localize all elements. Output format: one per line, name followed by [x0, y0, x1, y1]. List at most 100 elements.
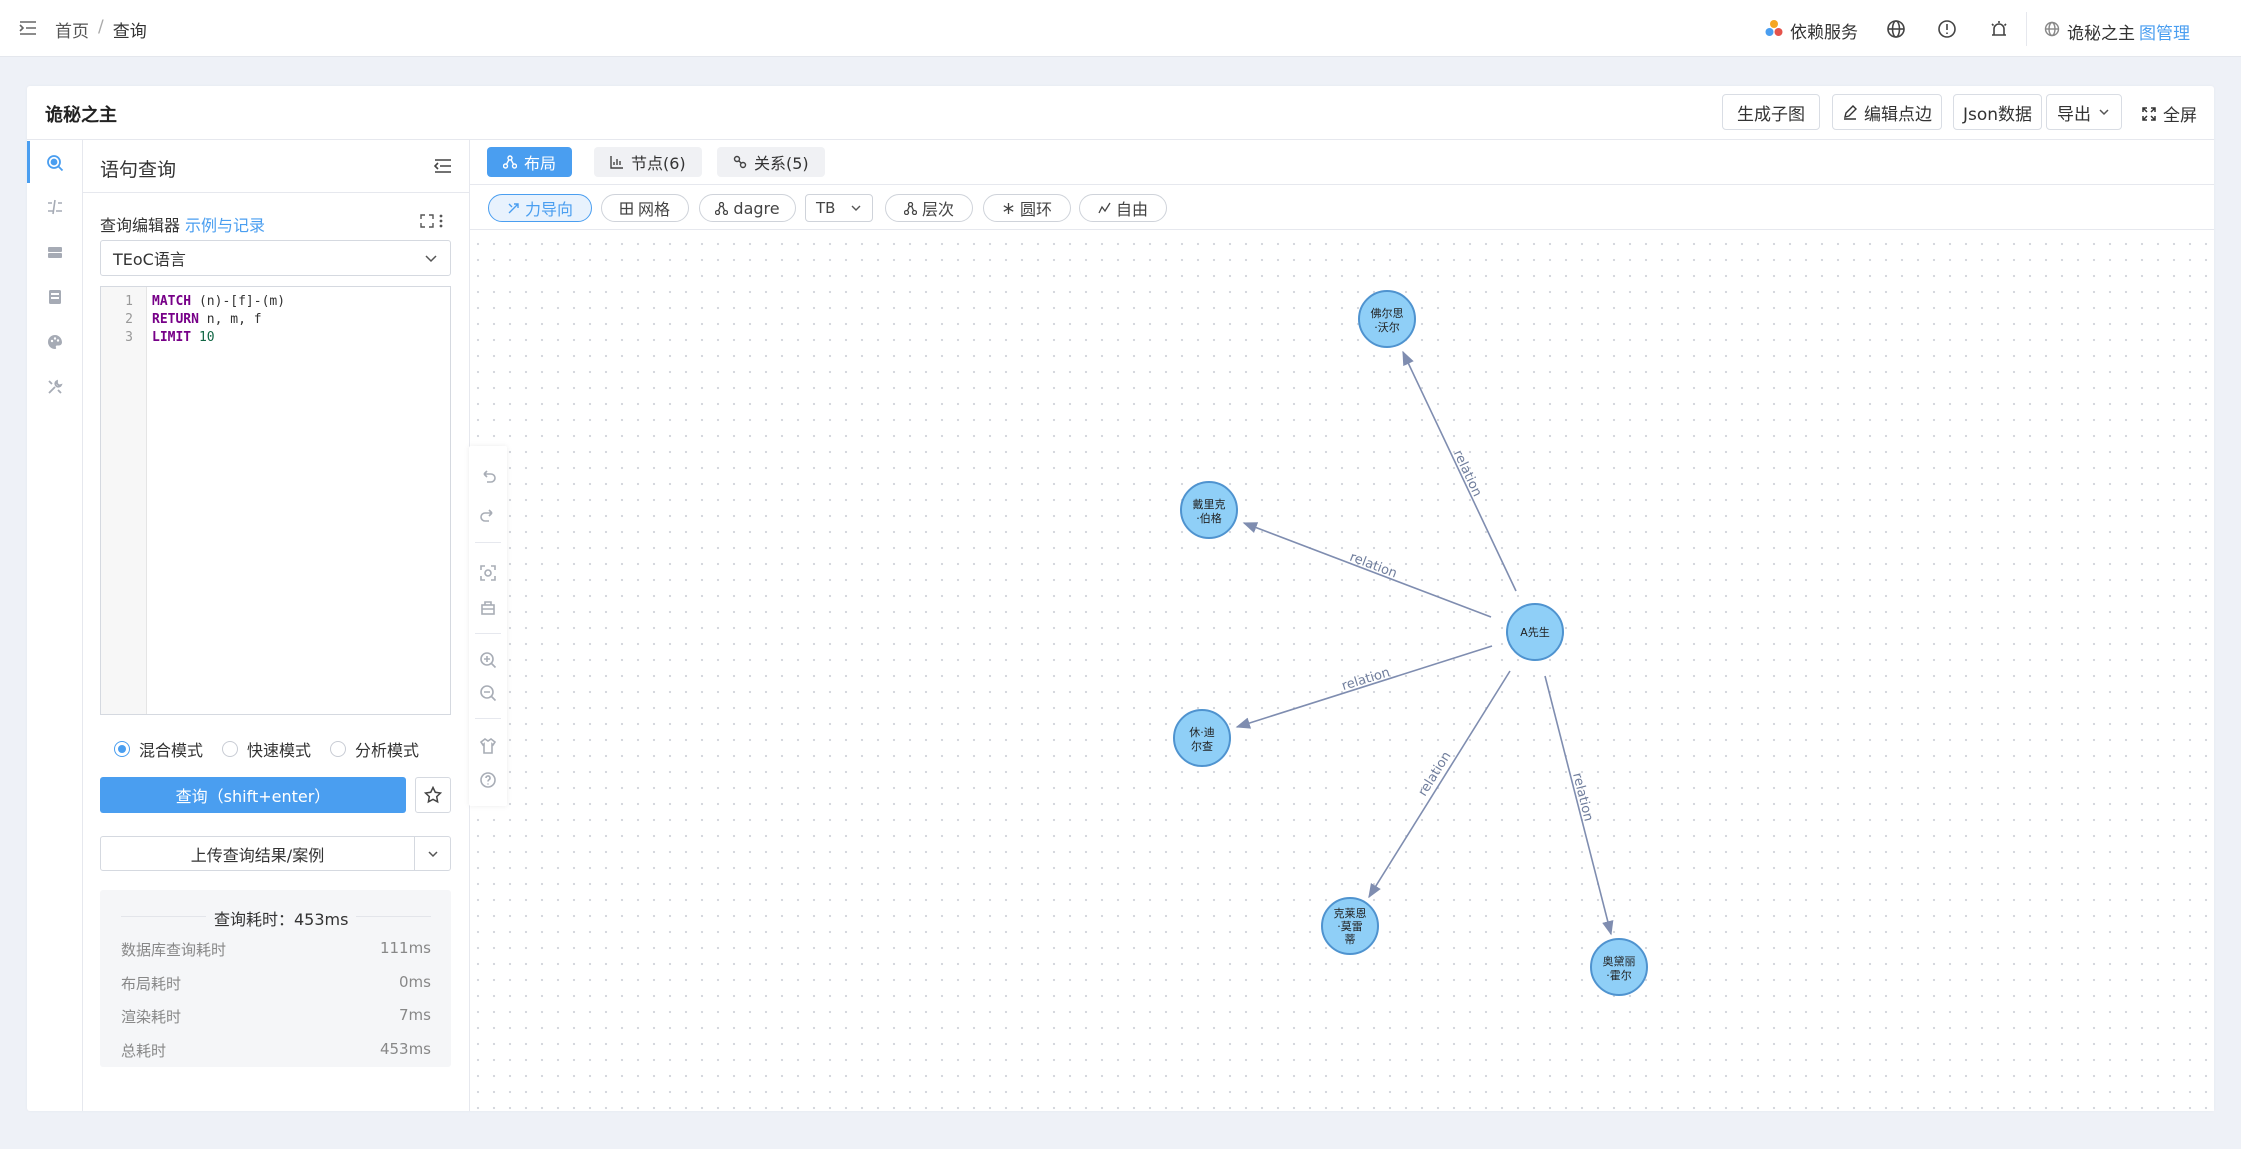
more-vertical-icon[interactable] [438, 214, 444, 228]
favorite-button[interactable] [415, 777, 451, 813]
svg-text:奥黛丽: 奥黛丽 [1603, 954, 1636, 968]
graph-node[interactable]: 奥黛丽 ·霍尔 [1590, 938, 1648, 996]
database-icon[interactable] [46, 243, 64, 261]
zoom-in-icon[interactable] [479, 651, 497, 669]
code-line-3: LIMIT 10 [152, 330, 215, 345]
breadcrumb-home[interactable]: 首页 [55, 22, 89, 42]
top-bar: 首页 / 查询 依赖服务 诡秘之主 图管理 [0, 0, 2241, 57]
fullscreen-button[interactable]: 全屏 [2142, 101, 2197, 126]
tab-nodes[interactable]: 节点(6) [594, 147, 702, 177]
layout-icon [503, 155, 517, 169]
graph-node[interactable]: 戴里克 ·伯格 [1180, 481, 1238, 539]
direction-select[interactable]: TB [805, 194, 873, 222]
upload-results-button[interactable]: 上传查询结果/案例 [101, 837, 415, 870]
graph-node-center[interactable]: A先生 [1506, 603, 1564, 661]
undo-icon[interactable] [479, 466, 497, 484]
mode-radio-fast[interactable]: 快速模式 [222, 737, 311, 761]
json-data-button[interactable]: Json数据 [1953, 94, 2042, 130]
query-search-icon[interactable] [46, 154, 64, 172]
info-alert-icon[interactable] [1937, 19, 1957, 39]
graph-globe-icon [2044, 21, 2060, 37]
editor-expand-icon[interactable] [420, 214, 434, 228]
graph-node[interactable]: 休·迪 尔查 [1173, 709, 1231, 767]
edge-label: relation [1347, 550, 1399, 582]
svg-text:·伯格: ·伯格 [1196, 511, 1222, 525]
layout-free-button[interactable]: 自由 [1079, 194, 1167, 222]
star-icon [424, 786, 442, 804]
schema-icon[interactable] [46, 288, 64, 306]
layout-force-button[interactable]: 力导向 [488, 194, 592, 222]
force-icon [508, 202, 519, 213]
export-dropdown[interactable]: 导出 [2046, 94, 2122, 130]
graph-edge[interactable] [1544, 675, 1614, 936]
globe-icon[interactable] [1886, 19, 1906, 39]
svg-text:克莱恩: 克莱恩 [1334, 907, 1367, 920]
edge-label: relation [1450, 448, 1485, 499]
edit-nodes-edges-button[interactable]: 编辑点边 [1832, 94, 1942, 130]
mode-radio-mixed[interactable]: 混合模式 [114, 737, 203, 761]
chart-icon [610, 156, 623, 169]
graph-canvas[interactable] [470, 140, 2214, 1111]
zoom-out-icon[interactable] [479, 684, 497, 702]
palette-icon[interactable] [46, 333, 64, 351]
breadcrumb: 首页 / 查询 [55, 17, 147, 42]
fit-view-icon[interactable] [479, 599, 497, 617]
query-panel-title: 语句查询 [100, 159, 177, 181]
canvas-toolbar [469, 446, 507, 806]
svg-text:休·迪: 休·迪 [1189, 726, 1215, 739]
expand-icon [2142, 106, 2156, 121]
breadcrumb-current: 查询 [112, 22, 147, 42]
chevron-down-icon [2099, 109, 2109, 116]
panel-collapse-icon[interactable] [434, 157, 452, 175]
code-editor[interactable]: 1 2 3 MATCH (n)-[f]-(m) RETURN n, m, f L… [100, 286, 451, 715]
dependency-service-link[interactable]: 依赖服务 [1790, 23, 1858, 43]
layout-circle-button[interactable]: 圆环 [983, 194, 1071, 222]
chevron-down-icon [851, 205, 861, 211]
layout-hierarchy-button[interactable]: 层次 [885, 194, 973, 222]
upload-dropdown-button[interactable] [415, 837, 450, 870]
stats-title: 查询耗时：453ms [206, 906, 357, 930]
graph-node[interactable]: 佛尔思 ·沃尔 [1358, 290, 1416, 348]
language-select-value: TEoC语言 [113, 250, 186, 269]
tab-layout[interactable]: 布局 [487, 147, 573, 177]
query-button[interactable]: 查询（shift+enter） [100, 777, 406, 813]
tools-icon[interactable] [46, 378, 64, 396]
rail-active-indicator [27, 141, 30, 183]
tab-relations[interactable]: 关系(5) [717, 147, 825, 177]
alarm-icon[interactable] [1989, 19, 2009, 39]
breadcrumb-separator: / [98, 17, 104, 37]
chevron-down-icon [425, 255, 437, 263]
code-line-1: MATCH (n)-[f]-(m) [152, 294, 286, 309]
free-layout-icon [1098, 202, 1111, 213]
help-icon[interactable] [479, 771, 497, 789]
current-graph-name: 诡秘之主 [2067, 24, 2135, 44]
algorithm-icon[interactable] [46, 198, 64, 216]
mode-radio-analysis[interactable]: 分析模式 [330, 737, 419, 761]
edge-label: relation [1340, 665, 1392, 694]
focus-icon[interactable] [479, 564, 497, 582]
graph-node[interactable]: 克莱恩 ·莫雷 蒂 [1321, 897, 1379, 955]
code-line-2: RETURN n, m, f [152, 312, 262, 327]
graph-manage-link[interactable]: 图管理 [2139, 24, 2190, 44]
graph-edge[interactable] [1402, 350, 1517, 592]
layout-dagre-button[interactable]: dagre [699, 194, 796, 222]
graph-edge[interactable] [1235, 645, 1493, 729]
layout-grid-button[interactable]: 网格 [601, 194, 689, 222]
graph-edge[interactable] [1368, 670, 1511, 899]
menu-fold-icon[interactable] [19, 19, 37, 37]
edge-label: relation [1569, 771, 1596, 823]
examples-link[interactable]: 示例与记录 [185, 216, 266, 235]
dependency-service-icon [1765, 19, 1783, 37]
hierarchy-icon [903, 201, 917, 215]
graph-edge[interactable] [1242, 522, 1492, 618]
generate-subgraph-button[interactable]: 生成子图 [1722, 94, 1820, 130]
svg-text:·莫雷: ·莫雷 [1337, 920, 1363, 933]
edit-icon [1844, 105, 1857, 120]
language-select[interactable]: TEoC语言 [100, 240, 451, 276]
style-shirt-icon[interactable] [479, 737, 497, 755]
redo-icon[interactable] [479, 505, 497, 523]
